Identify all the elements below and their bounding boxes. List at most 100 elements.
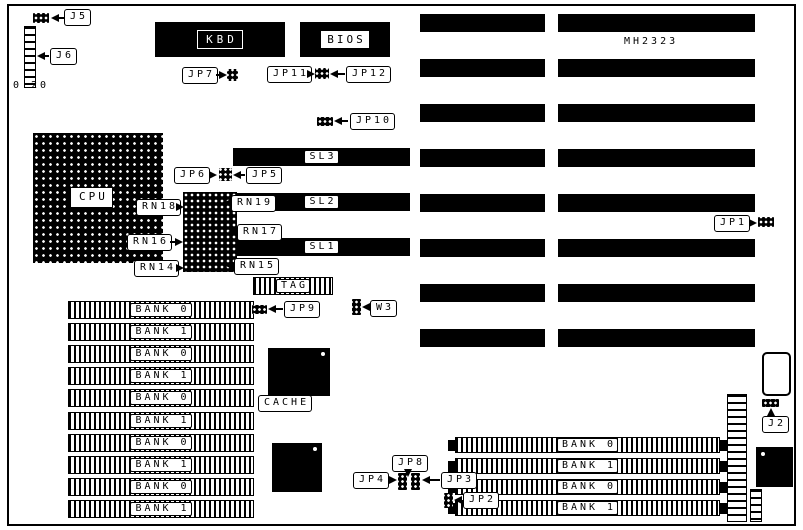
label-rn16: RN16 <box>127 234 173 251</box>
w3-arrowhead <box>362 303 370 311</box>
simm-socket-left-8: BANK 1 <box>68 456 254 474</box>
label-j6: J6 <box>50 48 78 65</box>
j6-arrowhead <box>37 52 45 60</box>
cache-sram-chip-2 <box>272 443 322 492</box>
chip-pin1-dot <box>313 447 317 451</box>
label-jp10: JP10 <box>350 113 396 130</box>
power-connector <box>727 394 747 522</box>
tag-ram-socket: TAG <box>253 277 333 295</box>
jp1-jumper <box>758 217 774 227</box>
scale-text: 0 20 <box>13 80 50 91</box>
jp7-arrowhead <box>219 71 227 79</box>
label-jp12: JP12 <box>346 66 392 83</box>
bank-label: BANK 0 <box>130 346 192 362</box>
simm-socket-left-9: BANK 0 <box>68 478 254 496</box>
cpu-label: CPU <box>70 187 113 208</box>
simm-socket-left-5: BANK 0 <box>68 389 254 407</box>
slot-sl2: SL2 <box>233 193 410 211</box>
jp7-leader-line <box>216 74 220 76</box>
bank-label: BANK 0 <box>556 437 619 453</box>
jp9-arrowhead <box>268 305 276 313</box>
bank-label: BANK 0 <box>130 302 192 318</box>
bank-label: BANK 1 <box>130 457 192 473</box>
rn16-arrowhead <box>175 238 183 246</box>
rn19-arrowhead <box>223 199 231 207</box>
simm-socket-left-1: BANK 0 <box>68 301 254 319</box>
bank-label: BANK 1 <box>556 458 619 474</box>
jp5-arrowhead <box>233 171 241 179</box>
bios-chip-label: BIOS <box>321 31 369 48</box>
connector-outline <box>762 352 791 396</box>
jp8-arrowhead <box>404 469 412 477</box>
label-rn14: RN14 <box>134 260 180 277</box>
label-jp7: JP7 <box>182 67 219 84</box>
jp6-arrowhead <box>209 171 217 179</box>
jp4-jumper <box>398 473 407 490</box>
j6-leader-line <box>44 55 49 57</box>
isa-slot-row2-right <box>558 59 755 77</box>
simm-socket-bottom-3: BANK 0 <box>448 479 727 495</box>
slot-sl1: SL1 <box>233 238 410 256</box>
label-rn17: RN17 <box>237 224 283 241</box>
rn18-arrowhead <box>176 203 184 211</box>
bank-label: BANK 1 <box>556 500 619 516</box>
label-sl3: SL3 <box>304 149 339 165</box>
label-jp9: JP9 <box>284 301 321 318</box>
label-jp3: JP3 <box>441 472 478 489</box>
label-j2: J2 <box>762 416 790 433</box>
isa-slot-row4-left <box>420 149 545 167</box>
cache-sram-chip-1 <box>268 348 330 396</box>
jp2-arrowhead <box>454 496 462 504</box>
isa-slot-row4-right <box>558 149 755 167</box>
simm-socket-left-10: BANK 1 <box>68 500 254 518</box>
j2-connector <box>762 399 779 407</box>
cache-label: CACHE <box>258 395 313 412</box>
label-jp6: JP6 <box>174 167 211 184</box>
jp8-jumper <box>411 473 420 490</box>
label-sl1: SL1 <box>304 239 339 255</box>
bank-label: BANK 0 <box>130 479 192 495</box>
label-jp2: JP2 <box>463 492 500 509</box>
jp12-leader-line <box>337 73 345 75</box>
label-rn18: RN18 <box>136 199 182 216</box>
jp1-arrowhead <box>749 219 757 227</box>
label-tag: TAG <box>275 278 311 294</box>
bank-label: BANK 1 <box>130 501 192 517</box>
bank-label: BANK 0 <box>130 390 192 406</box>
isa-slot-row2-left <box>420 59 545 77</box>
slot-sl3: SL3 <box>233 148 410 166</box>
label-j5: J5 <box>64 9 92 26</box>
jp10-arrowhead <box>334 117 342 125</box>
isa-slot-row1-right <box>558 14 755 32</box>
jp9-leader-line <box>275 308 283 310</box>
j5-connector <box>33 13 49 23</box>
simm-socket-bottom-1: BANK 0 <box>448 437 727 453</box>
bios-chip: BIOS <box>300 22 390 57</box>
kbd-controller-chip: KBD <box>155 22 285 57</box>
isa-slot-row6-right <box>558 239 755 257</box>
isa-slot-row6-left <box>420 239 545 257</box>
jp2-jumper <box>444 493 453 508</box>
isa-slot-row1-left <box>420 14 545 32</box>
bank-label: BANK 1 <box>130 324 192 340</box>
simm-socket-left-2: BANK 1 <box>68 323 254 341</box>
w3-jumper <box>352 299 361 315</box>
j2-arrowhead <box>767 408 775 416</box>
label-rn15: RN15 <box>234 258 280 275</box>
bank-label: BANK 0 <box>130 435 192 451</box>
isa-slot-row8-left <box>420 329 545 347</box>
label-jp1: JP1 <box>714 215 751 232</box>
isa-slot-row7-left <box>420 284 545 302</box>
simm-socket-bottom-2: BANK 1 <box>448 458 727 474</box>
jp3-leader-line <box>430 479 440 481</box>
chip-pin1-dot <box>321 352 325 356</box>
isa-slot-row7-right <box>558 284 755 302</box>
isa-slot-row3-left <box>420 104 545 122</box>
simm-socket-left-7: BANK 0 <box>68 434 254 452</box>
simm-socket-left-6: BANK 1 <box>68 412 254 430</box>
jp11-arrowhead <box>307 70 315 78</box>
jp10-leader-line <box>341 120 348 122</box>
jp5-jp6-jumper <box>219 168 232 181</box>
jp9-jumper <box>252 305 267 314</box>
